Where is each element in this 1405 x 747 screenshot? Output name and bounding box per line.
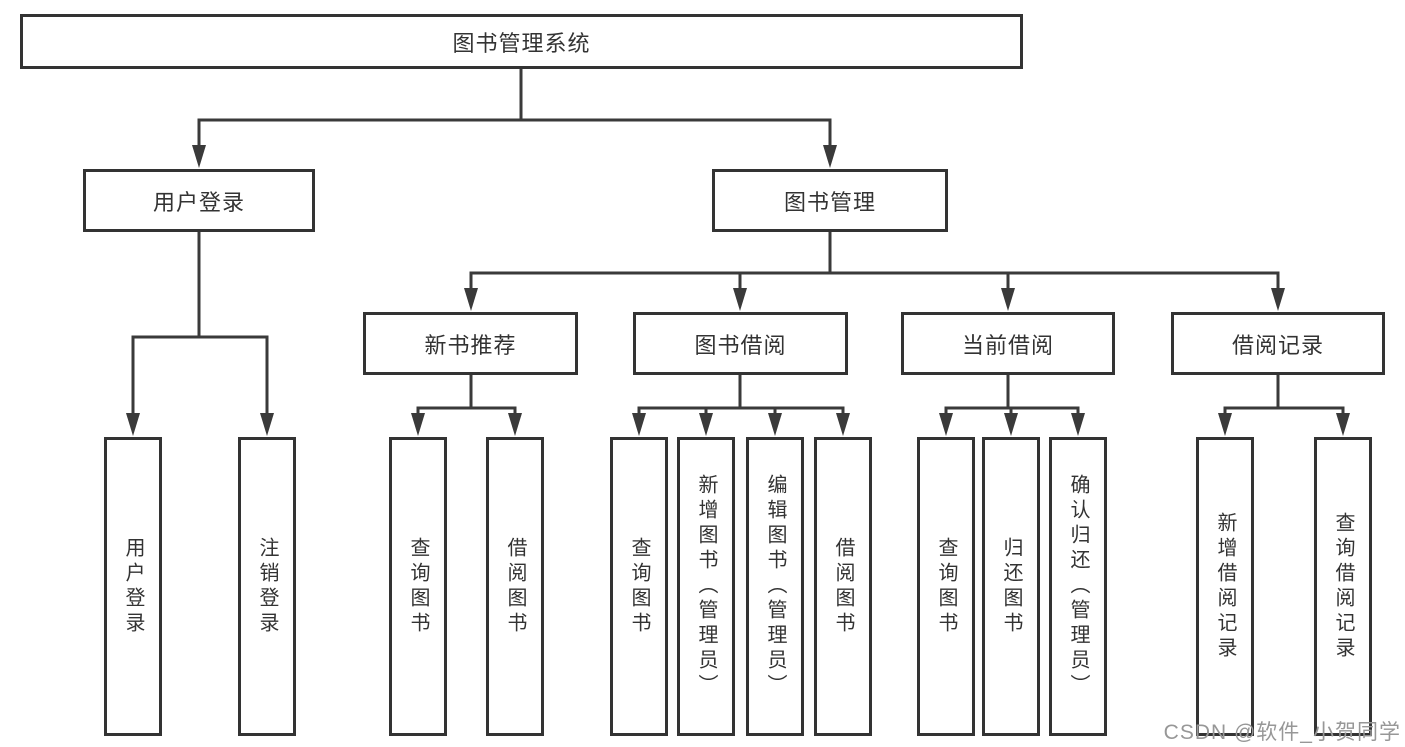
leaf-query-borrow-record: 查询借阅记录 (1314, 437, 1372, 736)
leaf-add-books-admin: 新增图书（管理员） (677, 437, 735, 736)
node-new-book-recommend: 新书推荐 (363, 312, 578, 375)
leaf-label: 查询图书 (407, 536, 429, 637)
leaf-add-borrow-record: 新增借阅记录 (1196, 437, 1254, 736)
node-book-management: 图书管理 (712, 169, 948, 232)
node-current-borrowing: 当前借阅 (901, 312, 1115, 375)
leaf-edit-books-admin: 编辑图书（管理员） (746, 437, 804, 736)
leaf-label: 归还图书 (1000, 536, 1022, 637)
leaf-return-books: 归还图书 (982, 437, 1040, 736)
node-borrowing-records: 借阅记录 (1171, 312, 1385, 375)
leaf-borrow-books-recommend: 借阅图书 (486, 437, 544, 736)
leaf-label: 借阅图书 (504, 536, 526, 637)
leaf-label: 借阅图书 (832, 536, 854, 637)
leaf-label: 查询图书 (935, 536, 957, 637)
leaf-logout: 注销登录 (238, 437, 296, 736)
leaf-label: 新增图书（管理员） (695, 474, 717, 699)
leaf-query-books-recommend: 查询图书 (389, 437, 447, 736)
node-root: 图书管理系统 (20, 14, 1023, 69)
leaf-label: 注销登录 (256, 536, 278, 637)
leaf-label: 用户登录 (122, 536, 144, 637)
leaf-borrow-books: 借阅图书 (814, 437, 872, 736)
leaf-query-books-current: 查询图书 (917, 437, 975, 736)
leaf-query-books-borrowing: 查询图书 (610, 437, 668, 736)
leaf-label: 查询图书 (628, 536, 650, 637)
leaf-label: 确认归还（管理员） (1067, 474, 1089, 699)
leaf-confirm-return-admin: 确认归还（管理员） (1049, 437, 1107, 736)
leaf-user-login: 用户登录 (104, 437, 162, 736)
leaf-label: 新增借阅记录 (1214, 511, 1236, 662)
node-book-borrowing: 图书借阅 (633, 312, 848, 375)
leaf-label: 编辑图书（管理员） (764, 474, 786, 699)
node-user-login: 用户登录 (83, 169, 315, 232)
leaf-label: 查询借阅记录 (1332, 511, 1354, 662)
